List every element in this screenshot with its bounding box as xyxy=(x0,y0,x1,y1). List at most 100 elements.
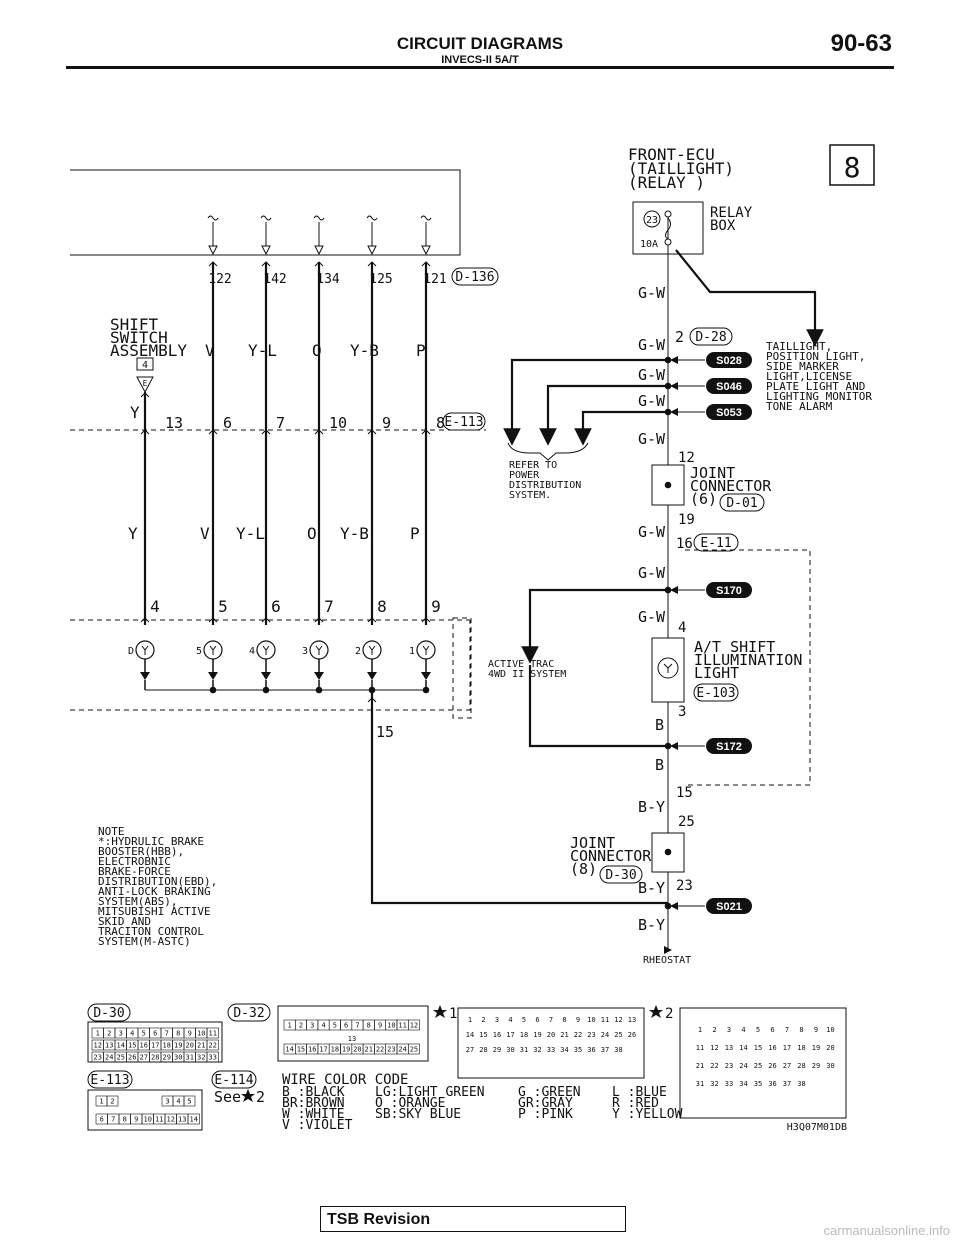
d30-row-pin: 18 xyxy=(163,1042,171,1050)
ground-pin-number: 15 xyxy=(376,723,394,741)
connector-e113-label-outline xyxy=(442,412,486,431)
d32-row-pin: 5 xyxy=(333,1022,337,1030)
connector-pin-mark xyxy=(208,261,218,267)
e113-row-pin: 8 xyxy=(123,1116,127,1124)
pin-15-right: 15 xyxy=(676,785,693,801)
joint-connector-6-label: (6) xyxy=(690,490,717,508)
e113-row-pin: 10 xyxy=(144,1116,152,1124)
joint-connector-8-pin xyxy=(664,848,672,856)
connector-star2-pin: 3 xyxy=(727,1026,731,1034)
taillight-label: TONE ALARM xyxy=(766,400,833,413)
d30-row-pin: 10 xyxy=(197,1030,205,1038)
d30-row-pin: 9 xyxy=(188,1030,192,1038)
relay-box-label: RELAY xyxy=(710,205,753,221)
wire-color-top: Y-L xyxy=(248,341,277,360)
page-number: 90-63 xyxy=(830,30,892,57)
e113-pin-number: 10 xyxy=(329,414,347,432)
illumination-label: 2 xyxy=(355,646,361,657)
connector-star1-pin: 6 xyxy=(535,1016,539,1024)
wire-color-legend-entry: L :BLUE xyxy=(612,1085,667,1100)
d32-row-pin: 16 xyxy=(308,1046,316,1054)
bus-wire-color: G-W xyxy=(638,366,666,384)
wire-color-legend-entry: SB:SKY BLUE xyxy=(375,1107,461,1122)
connector-star1-pin: 36 xyxy=(587,1046,595,1054)
connector-star2-pin: 33 xyxy=(725,1080,733,1088)
d30-row-pin: 2 xyxy=(107,1030,111,1038)
d32-row-pin: 4 xyxy=(321,1022,325,1030)
wire-color-top: Y-B xyxy=(350,341,379,360)
wire-color-mid: Y xyxy=(128,524,138,543)
d30-row-pin: 4 xyxy=(130,1030,134,1038)
connector-star1-pin: 32 xyxy=(533,1046,541,1054)
illumination-label: D xyxy=(128,646,134,657)
lower-pin-number: 8 xyxy=(377,597,387,616)
d30-row-pin: 3 xyxy=(119,1030,123,1038)
connector-star2-pin: 13 xyxy=(725,1044,733,1052)
sheet-number-box xyxy=(829,144,875,186)
connector-star1-pin: 31 xyxy=(520,1046,528,1054)
wire-color-legend-entry: GR:GRAY xyxy=(518,1096,573,1111)
e113-row-pin: 9 xyxy=(134,1116,138,1124)
connector-star1-pin: 26 xyxy=(628,1031,636,1039)
connector-star2-pin: 21 xyxy=(696,1062,704,1070)
connector-star1-pin: 23 xyxy=(587,1031,595,1039)
d32-row-pin: 9 xyxy=(378,1022,382,1030)
connector-star2-pin: 10 xyxy=(826,1026,834,1034)
connector-d28-label: D-28 xyxy=(695,330,726,345)
connector-star2-pin: 6 xyxy=(770,1026,774,1034)
connector-star1-pin: 27 xyxy=(466,1046,474,1054)
connector-e113-face-label-outline xyxy=(87,1070,133,1089)
bus-wire-color: B-Y xyxy=(638,798,665,816)
bus-wire-color: G-W xyxy=(638,564,666,582)
e113-row-pin: 4 xyxy=(176,1098,180,1106)
connector-star1-pin: 1 xyxy=(468,1016,472,1024)
ground-pin-mark xyxy=(367,697,377,703)
fuse-icon xyxy=(665,217,671,240)
jc8-pin-top: 25 xyxy=(678,814,695,830)
connector-star2-pin: 28 xyxy=(797,1062,805,1070)
d30-row-pin: 19 xyxy=(174,1042,182,1050)
connector-star2-pin: 9 xyxy=(814,1026,818,1034)
d30-row-pin: 30 xyxy=(174,1054,182,1062)
splice-label: S053 xyxy=(716,407,742,419)
connector-e11-label-outline xyxy=(693,533,739,552)
refer-to-label: REFER TO xyxy=(509,460,557,471)
e113-row-pin: 13 xyxy=(178,1116,186,1124)
d32-row-pin: 19 xyxy=(342,1046,350,1054)
connector-star2-pin: 5 xyxy=(756,1026,760,1034)
connector-star1-pin: 20 xyxy=(547,1031,555,1039)
connector-star1-pin: 5 xyxy=(522,1016,526,1024)
illum-pin-top: 4 xyxy=(678,620,686,636)
connector-star1-pin: 8 xyxy=(562,1016,566,1024)
refer-to-label: POWER xyxy=(509,470,540,481)
bus-wire-color: B-Y xyxy=(638,916,665,934)
active-trac-label: 4WD II SYSTEM xyxy=(488,669,566,680)
wire-color-legend-entry: Y :YELLOW xyxy=(612,1107,683,1122)
illumination-label: 4 xyxy=(249,646,255,657)
connector-d01-label-outline xyxy=(719,493,765,512)
e113-pin-number: 9 xyxy=(382,414,391,432)
wire-color-mid: P xyxy=(410,524,420,543)
illumination-label: 1 xyxy=(409,646,415,657)
shift-switch-label: ASSEMBLY xyxy=(110,341,187,360)
lower-pin-number: 7 xyxy=(324,597,334,616)
note-text: ANTI-LOCK BRAKING xyxy=(98,885,211,898)
d32-row-pin: 20 xyxy=(353,1046,361,1054)
d32-row-pin: 22 xyxy=(376,1046,384,1054)
d30-row-pin: 22 xyxy=(209,1042,217,1050)
ecu-input-tilde xyxy=(420,215,432,221)
connector-star2-pin: 15 xyxy=(754,1044,762,1052)
d30-row-pin: 12 xyxy=(94,1042,102,1050)
d136-pin-number: 142 xyxy=(263,272,286,287)
e113-row-cell xyxy=(106,1095,119,1107)
ecu-input-tilde xyxy=(313,215,325,221)
ground-junction-dot xyxy=(422,686,430,694)
connector-star2-pin: 20 xyxy=(826,1044,834,1052)
connector-star1-pin: 19 xyxy=(533,1031,541,1039)
connector-pin-mark xyxy=(421,261,431,267)
d30-row-pin: 33 xyxy=(209,1054,217,1062)
connector-star2-pin: 1 xyxy=(698,1026,702,1034)
d32-row-pin: 25 xyxy=(410,1046,418,1054)
splice-badge xyxy=(706,582,752,598)
jc8-pin-bottom: 23 xyxy=(676,878,693,894)
